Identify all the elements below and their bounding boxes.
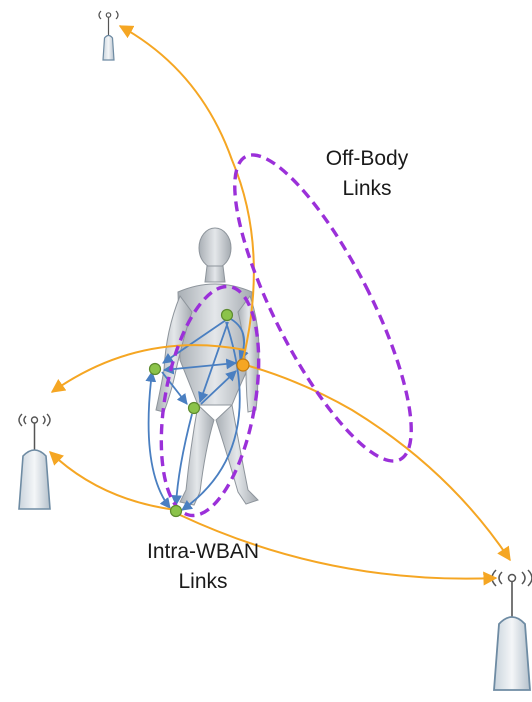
intra-wban-label-line1: Intra-WBAN: [118, 537, 288, 567]
access-point-left: [19, 414, 50, 509]
off-body-links-label: Off-Body Links: [292, 144, 442, 204]
antenna-tower-icon: [19, 414, 50, 509]
access-point-top: [99, 11, 118, 60]
hub-node-icon: [237, 359, 249, 371]
off-body-links: [50, 26, 510, 579]
antenna-tower-icon: [99, 11, 118, 60]
sensor-node-icon: [189, 403, 200, 414]
antenna-tower-icon: [492, 570, 532, 690]
sensor-node-icon: [222, 310, 233, 321]
intra-wban-label-line2: Links: [118, 567, 288, 597]
off-body-label-line2: Links: [292, 174, 442, 204]
sensor-node-icon: [150, 364, 161, 375]
sensor-node-icon: [171, 506, 182, 517]
intra-wban-links-label: Intra-WBAN Links: [118, 537, 288, 597]
off-body-label-line1: Off-Body: [292, 144, 442, 174]
access-point-right: [492, 570, 532, 690]
off-body-link: [242, 364, 510, 560]
